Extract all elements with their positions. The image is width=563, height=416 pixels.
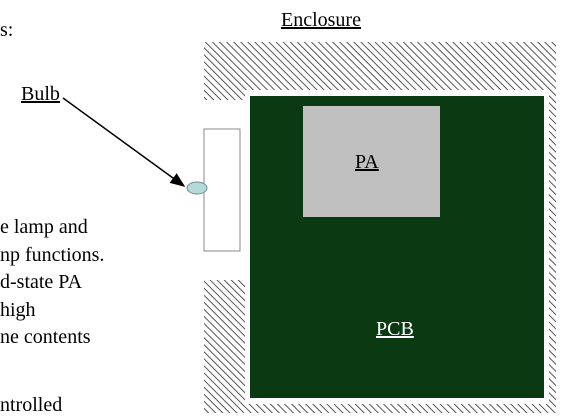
text-line-3: np functions.	[0, 244, 105, 266]
text-line-2: e lamp and	[0, 216, 88, 238]
pa-block	[303, 106, 440, 217]
bulb-arrow	[62, 97, 186, 187]
text-line-5: high	[0, 299, 36, 321]
bulb	[186, 181, 208, 195]
text-line-4: d-state PA	[0, 271, 83, 293]
pcb-label: PCB	[376, 318, 414, 340]
bulb-label: Bulb	[21, 83, 60, 105]
pa-label: PA	[355, 151, 379, 173]
lamp-holder	[203, 128, 241, 252]
text-line-6: ne contents	[0, 326, 91, 348]
enclosure-label: Enclosure	[281, 9, 361, 31]
text-line-1: s:	[0, 19, 14, 41]
text-line-7: ntrolled	[0, 394, 63, 416]
